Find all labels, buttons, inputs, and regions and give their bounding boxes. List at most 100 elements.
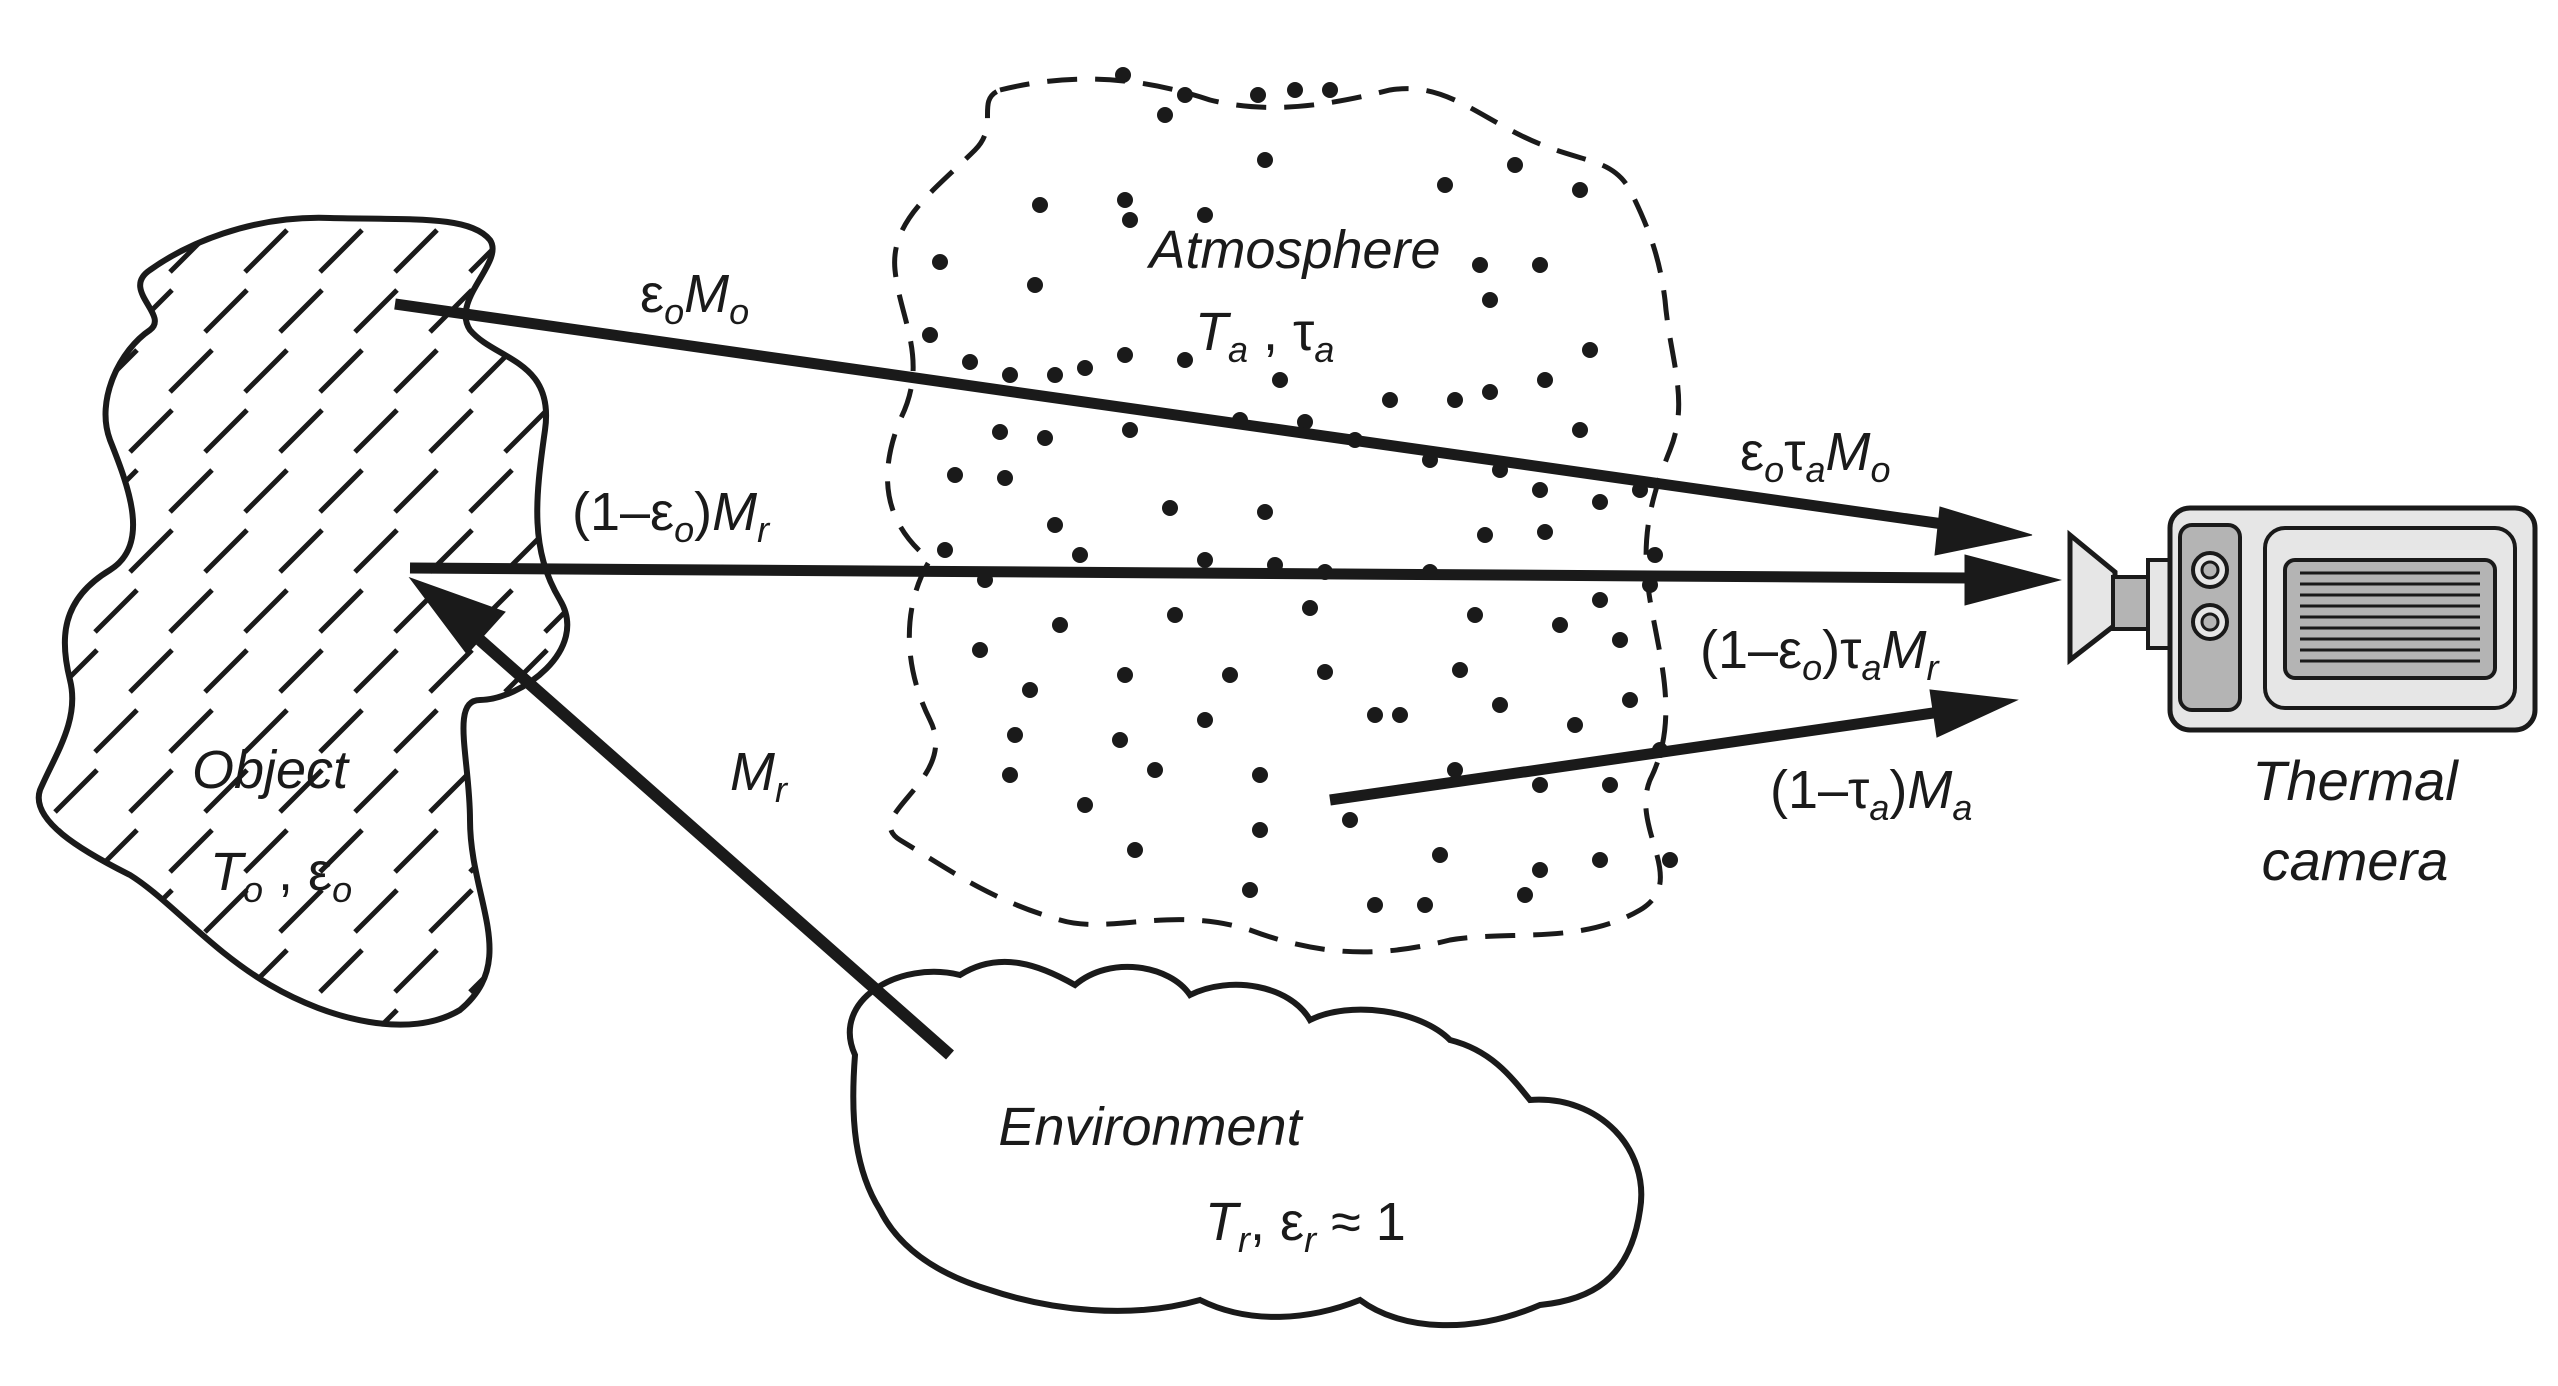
atmosphere-particle: [1117, 667, 1133, 683]
label-emitted-attenuated: εoτaMo: [1740, 422, 1891, 490]
hatch-dash: [468, 708, 514, 754]
atmosphere-particle: [1052, 617, 1068, 633]
label-reflected-attenuated: (1–εo)τaMr: [1700, 620, 1941, 688]
atmosphere-particle: [1532, 862, 1548, 878]
atmosphere-particle: [1112, 732, 1128, 748]
camera-label-line1: Thermal: [2252, 749, 2459, 812]
label-emitted-flux: εoMo: [640, 264, 749, 332]
hatch-dash: [353, 288, 399, 334]
atmosphere-particle: [1477, 527, 1493, 543]
hatch-dash: [203, 408, 249, 454]
atmosphere-particle: [1317, 664, 1333, 680]
atmosphere-particle: [1072, 547, 1088, 563]
atmosphere-particle: [1382, 392, 1398, 408]
atmosphere-particle: [1482, 384, 1498, 400]
hatch-dash: [353, 648, 399, 694]
atmosphere-particles: [922, 67, 1678, 913]
hatch-dash: [38, 588, 64, 634]
atmosphere-particle: [1177, 352, 1193, 368]
hatch-dash: [278, 288, 324, 334]
arrow-reflected: [409, 554, 2062, 606]
hatch-dash: [53, 768, 99, 814]
hatch-dash: [93, 948, 139, 994]
atmosphere-particle: [1252, 767, 1268, 783]
hatch-dash: [53, 888, 99, 934]
camera-screen-lines: [2300, 571, 2480, 663]
atmosphere-particle: [1047, 517, 1063, 533]
hatch-dash: [203, 888, 249, 934]
hatch-dash: [543, 348, 568, 394]
atmosphere-particle: [1197, 207, 1213, 223]
hatch-dash: [318, 348, 364, 394]
atmosphere-particle: [1532, 257, 1548, 273]
hatch-dash: [203, 768, 249, 814]
hatch-dash: [243, 708, 289, 754]
atmosphere-particle: [1022, 682, 1038, 698]
hatch-dash: [243, 468, 289, 514]
hatch-dash: [203, 288, 249, 334]
hatch-dash: [580, 770, 622, 812]
atmosphere-particle: [1662, 852, 1678, 868]
atmosphere-particle: [1647, 547, 1663, 563]
atmosphere-particle: [962, 354, 978, 370]
hatch-dash: [468, 468, 514, 514]
hatch-dash: [318, 468, 364, 514]
hatch-dash: [53, 288, 99, 334]
atmosphere-particle: [1392, 707, 1408, 723]
atmosphere-particle: [1197, 552, 1213, 568]
atmosphere-params: Ta , τa: [1195, 302, 1334, 370]
hatch-dash: [38, 708, 64, 754]
atmosphere-particle: [1242, 882, 1258, 898]
atmosphere-particle: [1167, 607, 1183, 623]
hatch-dash: [353, 1008, 399, 1025]
flux-arrows: [394, 298, 2062, 1060]
hatch-dash: [580, 410, 622, 452]
hatch-dash: [580, 890, 622, 932]
environment-title: Environment: [998, 1097, 1303, 1157]
hatch-dash: [543, 828, 568, 874]
label-reflected-flux: (1–εo)Mr: [572, 482, 771, 550]
object-hatching: [38, 228, 622, 1052]
hatch-dash: [580, 1010, 622, 1052]
hatch-dash: [353, 768, 399, 814]
atmosphere-particle: [1117, 192, 1133, 208]
atmosphere-particle: [1257, 152, 1273, 168]
hatch-dash: [128, 768, 174, 814]
hatch-dash: [278, 888, 324, 934]
labels: Object To , εo Atmosphere Ta , τa Enviro…: [192, 220, 2459, 1260]
atmosphere-particle: [1482, 292, 1498, 308]
object-title: Object: [192, 740, 350, 800]
atmosphere-particle: [992, 424, 1008, 440]
hatch-dash: [168, 468, 214, 514]
hatch-dash: [318, 708, 364, 754]
atmosphere-title: Atmosphere: [1146, 220, 1440, 280]
atmosphere-particle: [1592, 494, 1608, 510]
hatch-dash: [428, 768, 474, 814]
atmosphere-particle: [1452, 662, 1468, 678]
hatch-dash: [318, 588, 364, 634]
atmosphere-particle: [1037, 430, 1053, 446]
arrow-atmosphere-emission: [1329, 689, 2019, 806]
environment-params: Tr, εr ≈ 1: [1205, 1192, 1406, 1260]
hatch-dash: [93, 588, 139, 634]
hatch-dash: [243, 828, 289, 874]
hatch-dash: [128, 648, 174, 694]
hatch-dash: [503, 768, 549, 814]
atmosphere-particle: [1007, 727, 1023, 743]
atmosphere-particle: [1592, 852, 1608, 868]
hatch-dash: [38, 348, 64, 394]
atmosphere-particle: [1537, 524, 1553, 540]
atmosphere-particle: [1222, 667, 1238, 683]
hatch-dash: [543, 948, 568, 994]
atmosphere-particle: [1447, 392, 1463, 408]
hatch-dash: [168, 708, 214, 754]
atmosphere-particle: [972, 642, 988, 658]
hatch-dash: [543, 228, 568, 274]
atmosphere-particle: [1532, 777, 1548, 793]
hatch-dash: [38, 228, 64, 274]
hatch-dash: [38, 948, 64, 994]
hatch-dash: [53, 648, 99, 694]
hatch-dash: [38, 828, 64, 874]
hatch-dash: [38, 468, 64, 514]
